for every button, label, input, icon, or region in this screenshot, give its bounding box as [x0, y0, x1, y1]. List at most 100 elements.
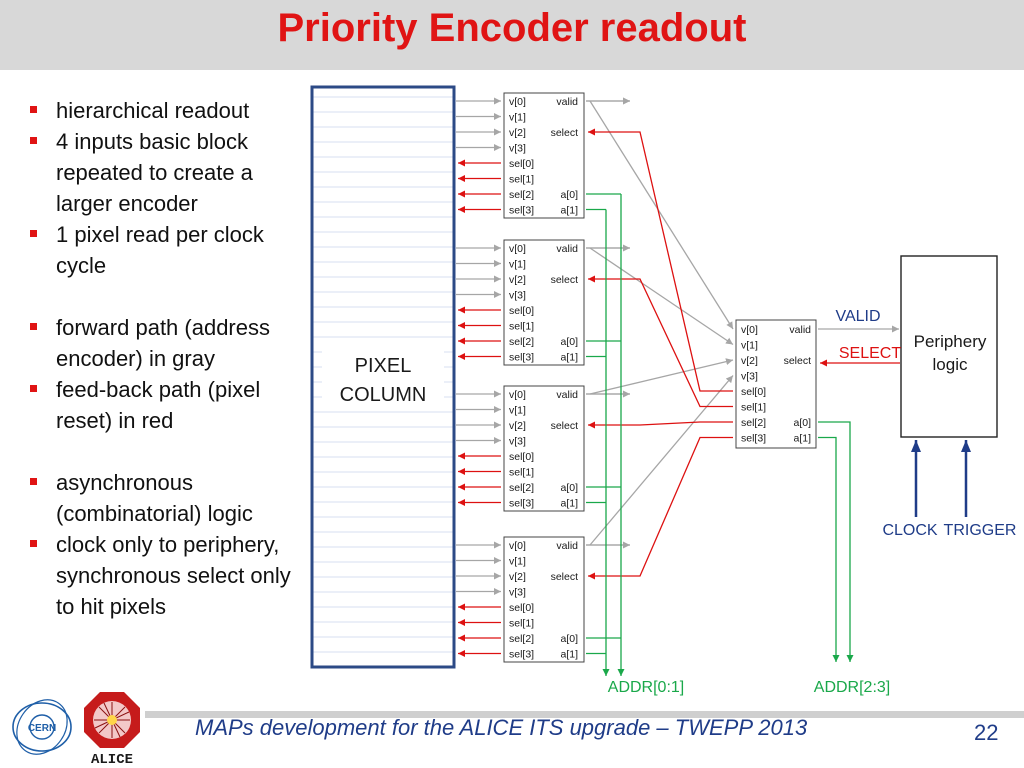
bullet-text: feed-back path (pixel reset) in red	[56, 377, 261, 433]
bullet-item: hierarchical readout	[28, 95, 313, 126]
pixel-column-label: COLUMN	[340, 384, 427, 406]
bullet-item: feed-back path (pixel reset) in red	[28, 374, 313, 436]
bullet-marker	[30, 230, 37, 237]
encoder-input-label: v[0]	[509, 243, 526, 255]
bullet-list: hierarchical readout 4 inputs basic block…	[28, 95, 313, 622]
encoder-a1-label: a[1]	[560, 205, 578, 217]
addr-high-a1	[818, 436, 840, 662]
bullet-item: forward path (address encoder) in gray	[28, 312, 313, 374]
bullet-text: asynchronous (combinatorial) logic	[56, 470, 253, 526]
forward-valid-path	[589, 358, 734, 395]
page-number: 22	[974, 720, 999, 745]
periphery-label: Periphery	[914, 332, 987, 351]
cern-logo-text: CERN	[28, 723, 56, 734]
select-signal-label: SELECT	[839, 345, 901, 362]
encoder-input-label: v[3]	[509, 143, 526, 155]
encoder-input-label: sel[2]	[509, 482, 534, 494]
encoder-a0-label: a[0]	[560, 482, 578, 494]
addr-high-a0	[818, 421, 854, 662]
encoder-input-label: v[1]	[509, 259, 526, 271]
pixel-column-border	[310, 85, 456, 669]
bullet-item: 4 inputs basic block repeated to create …	[28, 126, 313, 219]
top-encoder-input-label: sel[3]	[741, 433, 766, 445]
encoder-input-label: sel[3]	[509, 649, 534, 661]
encoder-a1-label: a[1]	[560, 498, 578, 510]
encoder-input-label: sel[2]	[509, 336, 534, 348]
encoder-input-label: sel[1]	[509, 174, 534, 186]
top-encoder-input-label: v[2]	[741, 355, 758, 367]
top-encoder-a0-label: a[0]	[793, 417, 811, 429]
encoder-select-label: select	[551, 127, 579, 139]
addr-high-label: ADDR[2:3]	[814, 679, 890, 696]
bullet-item: 1 pixel read per clock cycle	[28, 219, 313, 281]
bullet-item: asynchronous (combinatorial) logic	[28, 467, 313, 529]
alice-logo-text: ALICE	[91, 752, 133, 766]
feedback-select-path	[588, 128, 733, 392]
bullet-marker	[30, 385, 37, 392]
bullet-text: clock only to periphery, synchronous sel…	[56, 532, 291, 619]
top-encoder-valid-label: valid	[789, 324, 811, 336]
top-encoder-input-label: sel[0]	[741, 386, 766, 398]
encoder-select-label: select	[551, 420, 579, 432]
encoder-input-label: v[1]	[509, 556, 526, 568]
encoder-valid-label: valid	[556, 540, 578, 552]
encoder-input-label: sel[3]	[509, 352, 534, 364]
encoder-input-label: v[2]	[509, 420, 526, 432]
encoder-input-label: sel[3]	[509, 205, 534, 217]
encoder-input-label: sel[0]	[509, 602, 534, 614]
feedback-select-path	[588, 436, 733, 580]
encoder-a0-label: a[0]	[560, 633, 578, 645]
bullet-text: hierarchical readout	[56, 98, 250, 123]
pixel-column-label: PIXEL	[355, 355, 412, 377]
encoder-input-label: v[0]	[509, 389, 526, 401]
encoder-block	[503, 385, 585, 512]
slide-title: Priority Encoder readout	[277, 6, 747, 50]
encoder-block	[503, 239, 585, 366]
encoder-input-label: v[2]	[509, 571, 526, 583]
bullet-marker	[30, 323, 37, 330]
top-encoder-input-label: v[1]	[741, 340, 758, 352]
feedback-select-path	[588, 421, 733, 429]
encoder-input-label: v[2]	[509, 274, 526, 286]
top-encoder-input-label: sel[1]	[741, 402, 766, 414]
encoder-input-label: v[2]	[509, 127, 526, 139]
encoder-input-label: v[0]	[509, 540, 526, 552]
addr-low-label: ADDR[0:1]	[608, 679, 684, 696]
encoder-input-label: sel[2]	[509, 633, 534, 645]
bullet-text: 4 inputs basic block repeated to create …	[56, 129, 253, 216]
trigger-label: TRIGGER	[944, 522, 1017, 539]
encoder-input-label: sel[1]	[509, 467, 534, 479]
footer-divider	[145, 711, 1024, 718]
encoder-block	[503, 536, 585, 663]
cern-logo: CERN	[12, 699, 72, 755]
encoder-select-label: select	[551, 274, 579, 286]
encoder-valid-label: valid	[556, 389, 578, 401]
top-encoder-a1-label: a[1]	[793, 433, 811, 445]
encoder-select-label: select	[551, 571, 579, 583]
alice-logo: ALICE	[84, 692, 140, 766]
clock-label: CLOCK	[882, 522, 937, 539]
feedback-select-path	[588, 275, 733, 408]
encoder-input-label: v[1]	[509, 405, 526, 417]
encoder-valid-label: valid	[556, 96, 578, 108]
top-encoder-input-label: v[0]	[741, 324, 758, 336]
encoder-input-label: sel[0]	[509, 305, 534, 317]
top-encoder-block	[735, 319, 817, 449]
encoder-input-label: v[3]	[509, 587, 526, 599]
encoder-a0-label: a[0]	[560, 189, 578, 201]
encoder-input-label: v[1]	[509, 112, 526, 124]
periphery-logic-box	[900, 255, 998, 438]
encoder-input-label: sel[1]	[509, 321, 534, 333]
bullet-marker	[30, 137, 37, 144]
bullet-text: forward path (address encoder) in gray	[56, 315, 270, 371]
encoder-block	[503, 92, 585, 219]
encoder-a1-label: a[1]	[560, 649, 578, 661]
bullet-marker	[30, 478, 37, 485]
bullet-text: 1 pixel read per clock cycle	[56, 222, 264, 278]
periphery-label: logic	[933, 355, 968, 374]
top-encoder-select-label: select	[784, 355, 812, 367]
title-bar	[0, 0, 1024, 70]
footer-text: MAPs development for the ALICE ITS upgra…	[195, 715, 808, 740]
top-encoder-input-label: v[3]	[741, 371, 758, 383]
